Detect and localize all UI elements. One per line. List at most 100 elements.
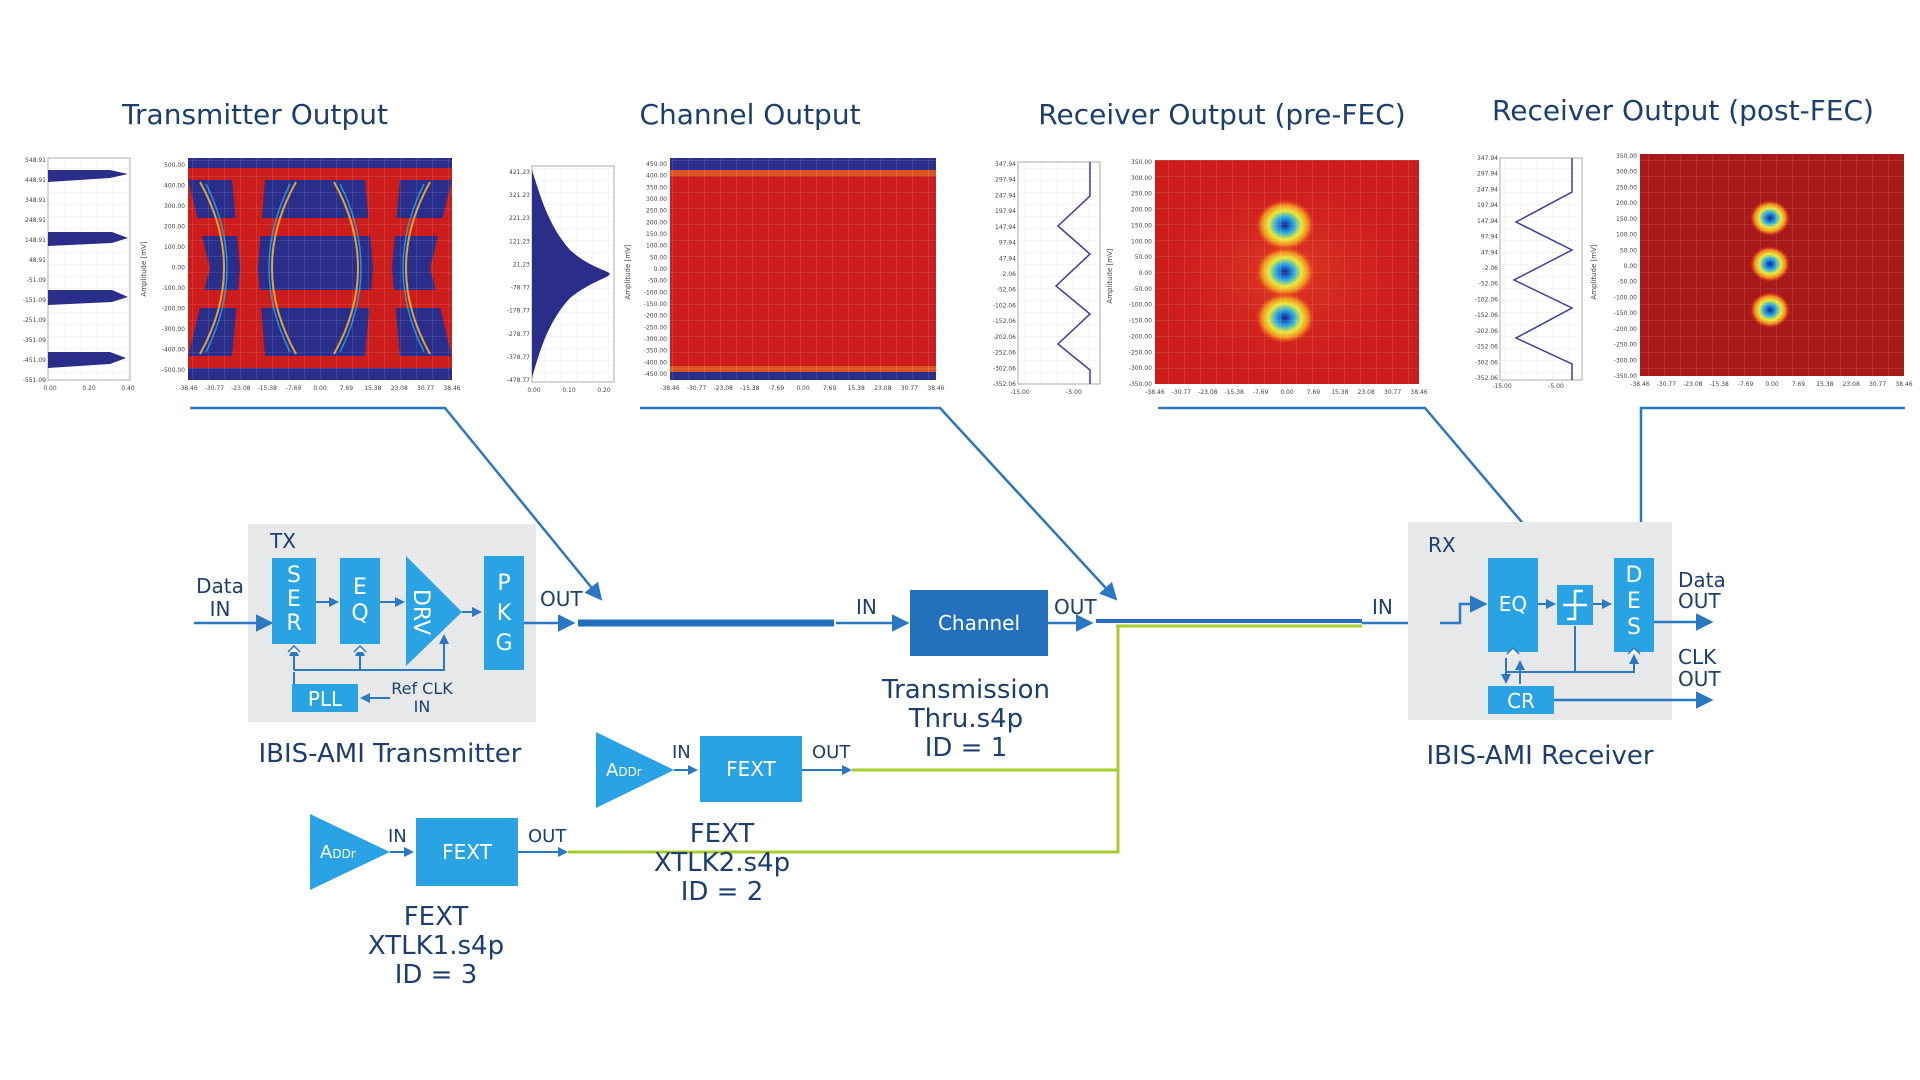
tx-eye-xtick-8: 23.08 <box>391 385 408 392</box>
fext2-caption-2: XTLK2.s4p <box>654 848 790 878</box>
pkg-block[interactable] <box>484 556 524 670</box>
fext1-in-label: IN <box>388 826 407 847</box>
pll-label: PLL <box>308 687 343 711</box>
ch-eye-tick-13: -200.00 <box>644 313 667 320</box>
fext2-block-label: FEXT <box>726 757 776 781</box>
channel-eye-diagram: 450.00400.00350.00300.00250.00200.00150.… <box>644 158 945 392</box>
rxpre-eye-tick-3: 200.00 <box>1131 207 1152 214</box>
rxpost-hist-xtick-0: -15.00 <box>1492 383 1512 390</box>
tx-hist-tick-11: -551.09 <box>23 377 46 384</box>
tx-eye-tick-3: 200.00 <box>164 224 185 231</box>
rx-post-callout <box>1632 406 1905 554</box>
eq-rx-label: EQ <box>1499 592 1527 616</box>
fext2-caption-1: FEXT <box>690 819 755 849</box>
ch-eye-tick-18: -450.00 <box>644 371 667 378</box>
channel-eye-ylabel: Amplitude [mV] <box>624 244 632 299</box>
fext2-out-label: OUT <box>812 742 851 763</box>
fext1-caption-1: FEXT <box>404 902 469 932</box>
des-block[interactable] <box>1614 558 1654 652</box>
rx-post-hist-trace <box>1512 158 1574 380</box>
eq-block-tx[interactable] <box>340 558 380 644</box>
rxpost-hist-tick-1: 297.94 <box>1477 171 1498 178</box>
rxpre-hist-tick-8: -52.06 <box>997 287 1017 294</box>
channel-out-label: OUT <box>1054 595 1097 619</box>
rx-pre-eye-ylabel: Amplitude [mV] <box>1106 248 1114 303</box>
fext2-group: ADDr IN FEXT OUT FEXT XTLK2.s4p ID = 2 <box>596 732 852 907</box>
rx-pre-callout <box>1158 406 1568 576</box>
pll-block[interactable] <box>292 684 358 712</box>
rxpre-hist-tick-11: -202.06 <box>993 334 1016 341</box>
tx-eye-tick-labels: 500.00400.00300.00200.00100.000.00-100.0… <box>162 162 185 374</box>
rxpost-eye-xtick-0: -38.46 <box>1630 381 1650 388</box>
rxpost-hist-tick-13: -302.06 <box>1475 359 1498 366</box>
rxpost-eye-tick-4: 150.00 <box>1616 216 1637 223</box>
rxpost-eye-xtick-3: -15.38 <box>1710 381 1730 388</box>
rx-tag: RX <box>1428 533 1456 557</box>
tx-output-title: Transmitter Output <box>121 98 388 131</box>
fext2-block[interactable] <box>700 736 802 802</box>
ch-hist-tick-3: 121.23 <box>509 238 530 245</box>
rx-post-hist-x-tick-labels: -15.00-5.00 <box>1492 383 1564 390</box>
rxpre-hist-tick-6: 47.94 <box>999 255 1016 262</box>
rxpre-eye-tick-8: -50.00 <box>1133 286 1153 293</box>
aggressor-2-label: ADDr <box>606 760 642 781</box>
tx-hist-bars <box>48 170 128 368</box>
ch-eye-tick-17: -400.00 <box>644 359 667 366</box>
rxpost-hist-tick-0: 347.94 <box>1477 155 1498 162</box>
rxpre-hist-xtick-0: -15.00 <box>1010 389 1030 396</box>
channel-caption-1: Transmission <box>881 675 1050 705</box>
ch-eye-tick-12: -150.00 <box>644 301 667 308</box>
tx-eye-diagram: 500.00400.00300.00200.00100.000.00-100.0… <box>162 158 461 392</box>
tx-eye-tick-7: -200.00 <box>162 306 185 313</box>
ch-eye-tick-14: -250.00 <box>644 324 667 331</box>
rxpre-eye-xtick-2: -23.08 <box>1198 389 1218 396</box>
channel-output-callout <box>640 406 1118 601</box>
aggressor-1-label: ADDr <box>320 842 356 863</box>
eq-block-rx[interactable] <box>1488 558 1538 652</box>
ch-eye-tick-3: 300.00 <box>646 196 667 203</box>
rxpre-eye-xtick-8: 23.08 <box>1358 389 1375 396</box>
rxpost-hist-tick-5: 97.94 <box>1481 234 1498 241</box>
rxpost-hist-tick-14: -352.06 <box>1475 375 1498 382</box>
fext1-caption-2: XTLK1.s4p <box>368 931 504 961</box>
rx-pre-hist-x-tick-labels: -15.00-5.00 <box>1010 389 1082 396</box>
tx-hist-tick-8: -251.09 <box>23 317 46 324</box>
channel-output-title: Channel Output <box>639 98 860 131</box>
rxpre-hist-tick-13: -302.06 <box>993 365 1016 372</box>
rxpost-eye-tick-13: -300.00 <box>1614 357 1637 364</box>
rxpre-hist-tick-9: -102.06 <box>993 302 1016 309</box>
rxpre-eye-tick-13: -300.00 <box>1129 365 1152 372</box>
aggressor-1-amp[interactable] <box>310 814 390 890</box>
cr-block[interactable] <box>1488 686 1554 714</box>
rx-pre-hist-trace <box>1054 162 1092 384</box>
rxpost-eye-tick-2: 250.00 <box>1616 184 1637 191</box>
rxpre-eye-tick-5: 100.00 <box>1131 238 1152 245</box>
rxpre-hist-tick-4: 147.94 <box>995 224 1016 231</box>
channel-block[interactable] <box>910 590 1048 656</box>
fext1-block[interactable] <box>416 818 518 886</box>
ch-hist-xtick-2: 0.20 <box>597 387 611 394</box>
rx-post-eye-tick-labels: 350.00300.00250.00200.00150.00100.0050.0… <box>1614 153 1637 380</box>
ser-block[interactable] <box>272 558 316 644</box>
rxpre-hist-tick-0: 347.94 <box>995 161 1016 168</box>
channel-block-label: Channel <box>938 611 1020 635</box>
drv-block[interactable] <box>406 556 462 666</box>
ch-hist-tick-6: -178.77 <box>507 308 530 315</box>
ch-eye-tick-16: -350.00 <box>644 348 667 355</box>
tx-eye-tick-0: 500.00 <box>164 162 185 169</box>
aggressor-2-amp[interactable] <box>596 732 674 808</box>
rx-in-label: IN <box>1372 595 1393 619</box>
rxpost-eye-tick-14: -350.00 <box>1614 373 1637 380</box>
rxpost-eye-xtick-1: -30.77 <box>1657 381 1677 388</box>
rxpre-hist-tick-12: -252.06 <box>993 350 1016 357</box>
channel-caption-3: ID = 1 <box>925 733 1008 763</box>
fext2-caption-3: ID = 2 <box>681 877 764 907</box>
ch-hist-tick-8: -378.77 <box>507 354 530 361</box>
tx-hist-xtick-0: 0.00 <box>43 385 57 392</box>
tx-hist-tick-2: 348.91 <box>25 197 46 204</box>
